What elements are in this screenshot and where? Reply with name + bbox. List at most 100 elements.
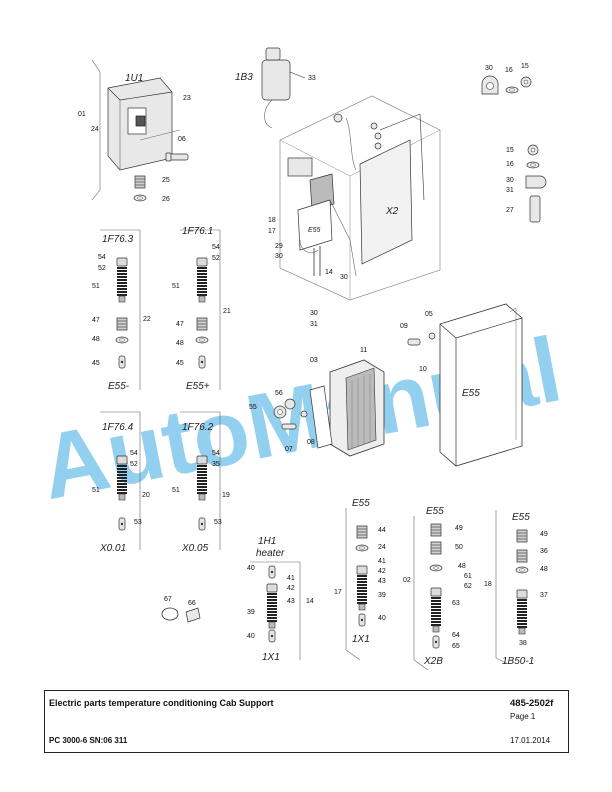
item-43-a: 43 (287, 598, 295, 605)
item-49-b: 49 (540, 531, 548, 538)
item-55: 55 (249, 404, 257, 411)
item-54-c: 54 (130, 450, 138, 457)
clamp-parts-top (481, 75, 532, 95)
item-54-a: 54 (98, 254, 106, 261)
item-31-cab: 31 (310, 321, 318, 328)
item-16-right: 16 (506, 161, 514, 168)
label-e55-small: E55 (308, 227, 321, 234)
item-05: 05 (425, 311, 433, 318)
clamp-parts-right (525, 144, 547, 223)
item-43-b: 43 (378, 578, 386, 585)
item-52-a: 52 (98, 265, 106, 272)
connector-1f76-2 (180, 411, 221, 550)
label-e55-c2: E55 (426, 506, 444, 517)
item-36: 36 (540, 548, 548, 555)
item-06: 06 (178, 136, 186, 143)
item-64: 64 (452, 632, 460, 639)
item-21: 21 (223, 308, 231, 315)
label-x0-05: X0.05 (181, 543, 209, 554)
label-1b3: 1B3 (235, 72, 253, 83)
connector-1f76-3 (100, 229, 141, 390)
item-38: 38 (519, 640, 527, 647)
item-50: 50 (455, 544, 463, 551)
item-49-a: 49 (455, 525, 463, 532)
item-42-a: 42 (287, 585, 295, 592)
label-e55-c3: E55 (512, 512, 530, 523)
item-25: 25 (162, 177, 170, 184)
item-20: 20 (142, 492, 150, 499)
item-27: 27 (506, 207, 514, 214)
item-17-b: 17 (334, 589, 342, 596)
label-e55-box: E55 (462, 388, 480, 399)
label-heater: heater (256, 548, 285, 559)
item-51-a: 51 (92, 283, 100, 290)
sensor-1b3 (261, 47, 306, 129)
item-52-c: 52 (130, 461, 138, 468)
label-1f76-3: 1F76.3 (102, 234, 134, 245)
item-03: 03 (310, 357, 318, 364)
label-1u1: 1U1 (125, 73, 143, 84)
cable-tie-and-clip (161, 607, 201, 623)
item-51-c: 51 (92, 487, 100, 494)
connector-1f76-1 (180, 229, 221, 390)
item-48-d: 48 (540, 566, 548, 573)
item-35: 35 (212, 461, 220, 468)
machine-model: PC 3000-6 SN:06 311 (49, 736, 128, 745)
document-title: Electric parts temperature conditioning … (49, 698, 274, 708)
item-40-a: 40 (247, 565, 255, 572)
item-66: 66 (188, 600, 196, 607)
label-1x1-b: 1X1 (352, 634, 370, 645)
item-09: 09 (400, 323, 408, 330)
cabinet-assembly (279, 95, 441, 301)
label-x2b: X2B (423, 656, 443, 667)
item-29: 29 (275, 243, 283, 250)
item-44: 44 (378, 527, 386, 534)
item-53-b: 53 (214, 519, 222, 526)
item-30-cab-a: 30 (275, 253, 283, 260)
item-15-top: 15 (521, 63, 529, 70)
item-47-b: 47 (176, 321, 184, 328)
control-unit-e55 (407, 303, 523, 467)
item-45-a: 45 (92, 360, 100, 367)
item-37: 37 (540, 592, 548, 599)
item-10: 10 (419, 366, 427, 373)
connector-e55-1x1 (345, 508, 369, 661)
page-number: Page 1 (510, 712, 536, 721)
item-01: 01 (78, 111, 86, 118)
item-31-right: 31 (506, 187, 514, 194)
label-e55-plus: E55+ (186, 381, 210, 392)
item-18-b: 18 (484, 581, 492, 588)
item-40-b: 40 (247, 633, 255, 640)
item-40-c: 40 (378, 615, 386, 622)
connector-e55-1b50 (495, 510, 529, 665)
label-e55-c1: E55 (352, 498, 370, 509)
item-61: 61 (464, 573, 472, 580)
item-02: 02 (403, 577, 411, 584)
item-47-a: 47 (92, 317, 100, 324)
item-67: 67 (164, 596, 172, 603)
item-48-c: 48 (458, 563, 466, 570)
label-1f76-2: 1F76.2 (182, 422, 214, 433)
item-22: 22 (143, 316, 151, 323)
item-15-right: 15 (506, 147, 514, 154)
item-24-b: 24 (378, 544, 386, 551)
document-number: 485-2502f (510, 698, 554, 709)
item-51-d: 51 (172, 487, 180, 494)
item-17-cab: 17 (268, 228, 276, 235)
title-block: Electric parts temperature conditioning … (44, 690, 569, 753)
label-e55-minus: E55- (108, 381, 130, 392)
label-x2: X2 (385, 206, 399, 217)
item-11: 11 (360, 347, 367, 354)
item-24: 24 (91, 126, 99, 133)
item-30-right: 30 (506, 177, 514, 184)
item-54-b: 54 (212, 244, 220, 251)
connector-1f76-4 (100, 411, 141, 550)
item-42-b: 42 (378, 568, 386, 575)
item-63: 63 (452, 600, 460, 607)
label-x0-01: X0.01 (99, 543, 126, 554)
relay-box-1u1 (91, 59, 189, 202)
label-1f76-1: 1F76.1 (182, 226, 213, 237)
item-08: 08 (307, 439, 315, 446)
item-33: 33 (308, 75, 316, 82)
